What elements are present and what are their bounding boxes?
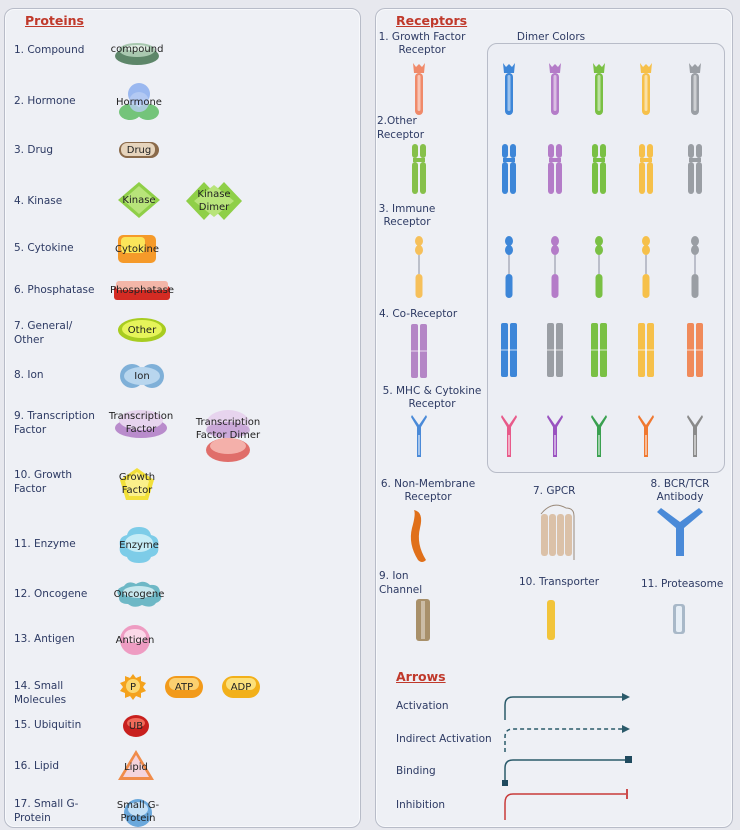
protein-label-enzyme: 11. Enzyme	[14, 538, 76, 550]
growth-factor-shape: Growth Factor	[118, 466, 156, 502]
kinase-shape: Kinase	[118, 182, 160, 218]
protein-label-small-molecules: 14. Small Molecules	[14, 680, 67, 706]
protein-label-transcription-factor: 9. Transcription Factor	[14, 410, 95, 436]
receptor-label-growth-factor: 1. Growth Factor Receptor	[378, 31, 466, 56]
protein-label-growth-factor: 10. Growth Factor	[14, 469, 73, 495]
receptor-label-ion-channel: 9. Ion Channel	[379, 570, 423, 596]
arrow-label-binding: Binding	[396, 765, 436, 777]
enzyme-shape: Enzyme	[118, 527, 160, 563]
protein-label-cytokine: 5. Cytokine	[14, 242, 74, 254]
receptor-label-other: 2.Other Receptor	[377, 115, 425, 141]
protein-label-phosphatase: 6. Phosphatase	[14, 284, 95, 296]
protein-label-antigen: 13. Antigen	[14, 633, 75, 645]
receptor-label-co: 4. Co-Receptor	[379, 308, 458, 320]
receptor-label-proteasome: 11. Proteasome	[641, 578, 724, 590]
receptor-label-non-membrane: 6. Non-Membrane Receptor	[380, 478, 476, 503]
receptor-label-immune: 3. Immune Receptor	[378, 203, 436, 228]
protein-label-lipid: 16. Lipid	[14, 760, 60, 772]
dimer-colors-title: Dimer Colors	[516, 31, 586, 43]
arrow-label-activation: Activation	[396, 700, 449, 712]
lipid-shape: Lipid	[118, 750, 154, 780]
receptors-title: Receptors	[396, 13, 468, 28]
protein-label-ion: 8. Ion	[14, 369, 44, 381]
receptor-label-transporter: 10. Transporter	[519, 576, 600, 588]
protein-label-small-g-protein: 17. Small G-Protein	[14, 798, 79, 824]
arrow-label-indirect-activation: Indirect Activation	[396, 733, 492, 745]
transcription-factor-shape: Transcription Factor	[109, 408, 173, 438]
protein-label-general-other: 7. General/ Other	[14, 320, 73, 346]
small-molecule-atp-shape: ATP	[165, 676, 203, 698]
protein-label-compound: 1. Compound	[14, 44, 85, 56]
proteins-title: Proteins	[25, 13, 84, 28]
general-other-shape: Other	[118, 318, 166, 342]
oncogene-shape: Oncogene	[114, 580, 164, 608]
protein-label-kinase: 4. Kinase	[14, 195, 63, 207]
compound-shape: compound	[111, 38, 163, 66]
antigen-shape: Antigen	[116, 625, 154, 655]
drug-shape: Drug	[119, 141, 159, 159]
arrows-title: Arrows	[396, 669, 446, 684]
receptor-label-gpcr: 7. GPCR	[533, 485, 576, 497]
hormone-shape: Hormone	[114, 82, 164, 122]
small-molecule-p-shape: P	[120, 674, 146, 700]
protein-label-drug: 3. Drug	[14, 144, 54, 156]
protein-label-oncogene: 12. Oncogene	[14, 588, 88, 600]
ion-shape: Ion	[120, 364, 164, 388]
small-molecule-adp-shape: ADP	[222, 676, 260, 698]
transcription-factor-dimer-shape: Transcription Factor Dimer	[196, 408, 260, 464]
receptor-label-mhc-cytokine: 5. MHC & Cytokine Receptor	[382, 385, 482, 410]
arrow-label-inhibition: Inhibition	[396, 799, 446, 811]
dimer-colors-box	[487, 43, 725, 473]
cytokine-shape: Cytokine	[115, 235, 159, 263]
phosphatase-shape: Phosphatase	[110, 281, 174, 300]
protein-label-ubiquitin: 15. Ubiquitin	[14, 719, 82, 731]
protein-label-hormone: 2. Hormone	[14, 95, 76, 107]
receptor-label-bcr-tcr: 8. BCR/TCR Antibody	[650, 478, 710, 503]
small-g-protein-shape: Small G-Protein	[112, 797, 164, 827]
ubiquitin-shape: UB	[123, 715, 149, 737]
kinase-dimer-shape: Kinase Dimer	[186, 182, 242, 220]
